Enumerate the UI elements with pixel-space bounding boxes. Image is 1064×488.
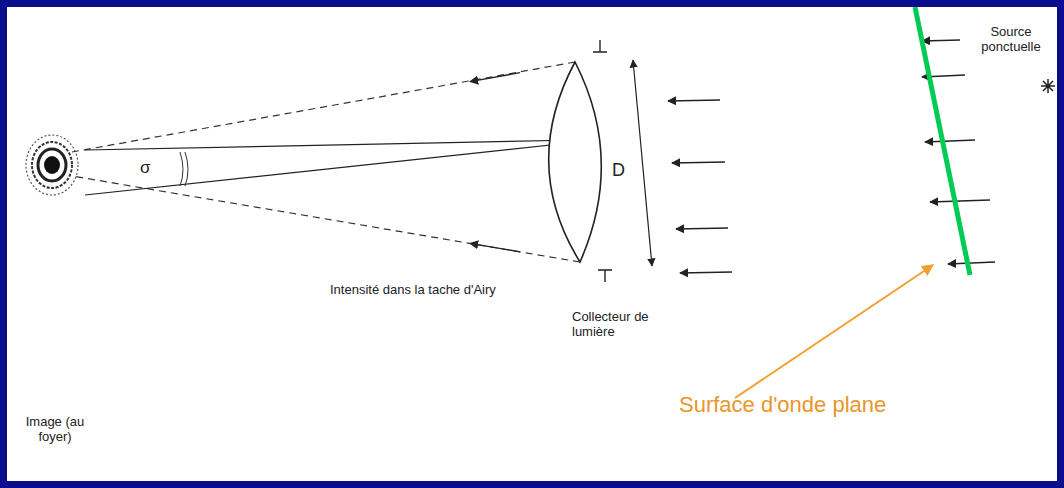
ray-arrow <box>470 73 520 82</box>
cone-line <box>85 142 578 195</box>
optics-illustration <box>7 7 1057 481</box>
lens-edge-ticks <box>593 40 612 282</box>
ray-arrow <box>470 243 520 251</box>
callout-label: Surface d'onde plane <box>679 392 886 417</box>
leader-line <box>735 265 933 398</box>
point-source-star <box>1041 79 1055 93</box>
plane-wavefront <box>915 7 970 275</box>
diameter-arrow <box>633 60 652 266</box>
part-label: Collecteur de lumière <box>572 310 664 340</box>
angle-mark <box>180 152 188 186</box>
lens <box>549 62 602 262</box>
image-label: Image (au foyer) <box>13 415 97 445</box>
dimension-label: D <box>612 160 625 181</box>
caption-label: Intensité dans la tache d'Airy <box>330 283 496 298</box>
source-label: Source ponctuelle <box>972 25 1050 55</box>
slide-ground: Source ponctuelleDσIntensité dans la tac… <box>7 7 1057 481</box>
marginal-ray <box>72 176 580 262</box>
angle-symbol: σ <box>140 158 151 178</box>
airy-pattern <box>26 135 78 195</box>
marginal-ray <box>72 62 575 152</box>
cone-line <box>85 140 578 150</box>
